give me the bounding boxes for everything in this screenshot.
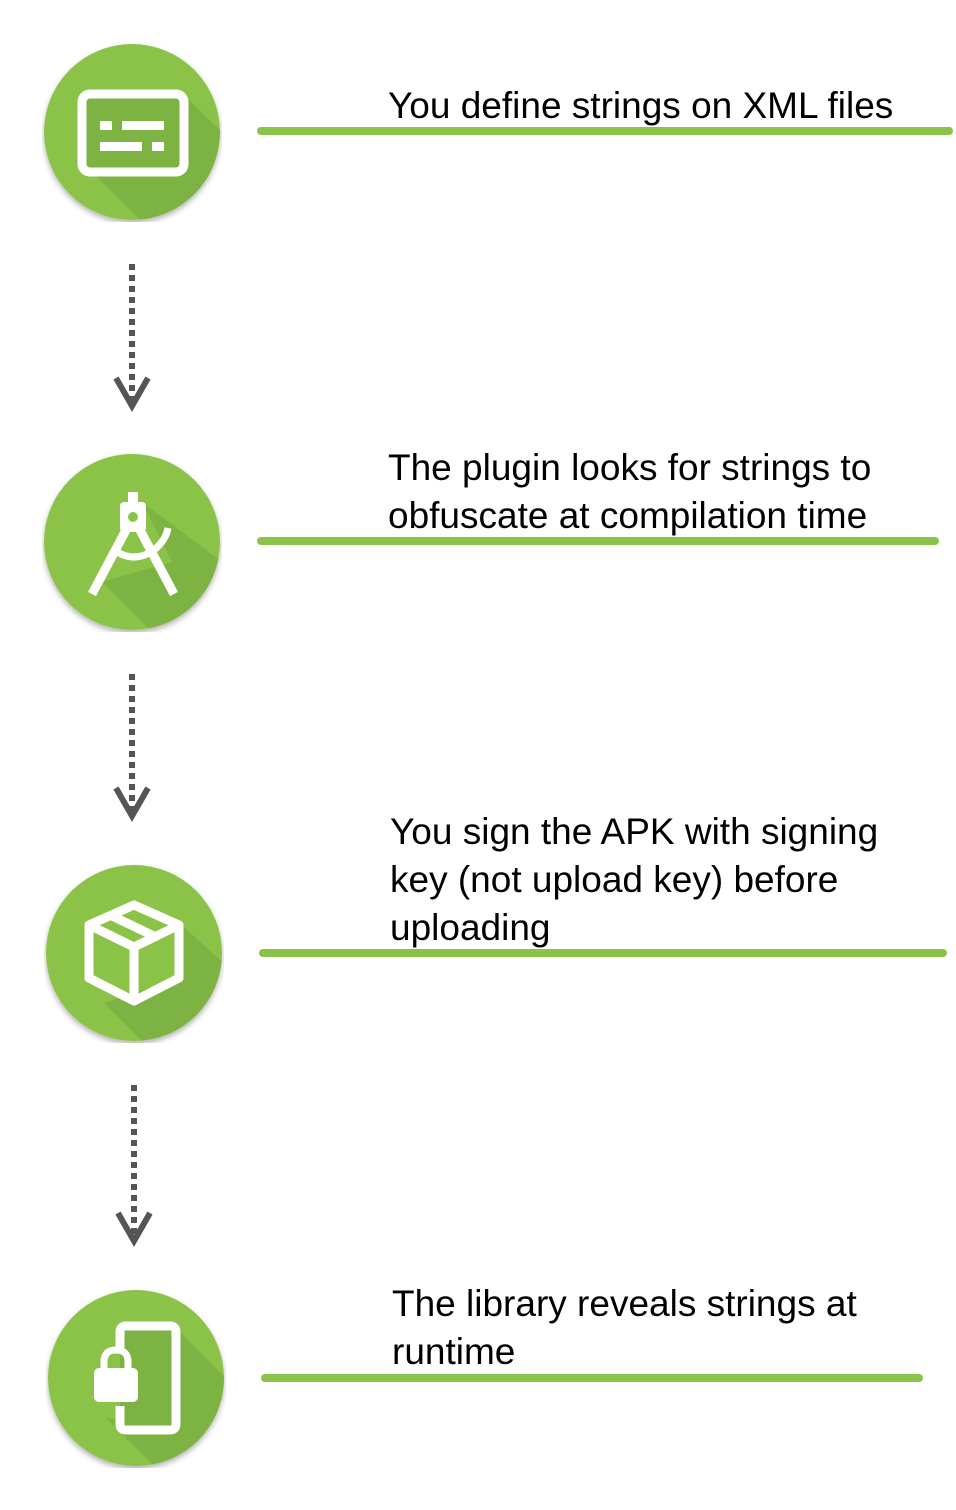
dotted-arrow-down-icon	[113, 264, 151, 413]
text-line: The library reveals strings at	[392, 1283, 857, 1324]
text-line: You sign the APK with signing	[390, 811, 879, 852]
step-2-text: The plugin looks for strings to obfuscat…	[388, 444, 871, 540]
package-box-icon	[46, 865, 222, 1041]
text-line: The plugin looks for strings to	[388, 447, 872, 488]
dotted-arrow-down-icon	[115, 1085, 153, 1248]
text-line: obfuscate at compilation time	[388, 495, 868, 536]
step-2-underline	[257, 537, 939, 545]
text-line: runtime	[392, 1331, 516, 1372]
dotted-arrow-down-icon	[113, 674, 151, 823]
xml-strings-icon	[44, 44, 220, 220]
step-4-underline	[261, 1374, 923, 1382]
text-line: key (not upload key) before	[390, 859, 839, 900]
step-3-text: You sign the APK with signing key (not u…	[390, 808, 878, 952]
step-3-underline	[259, 949, 947, 957]
compass-tool-icon	[44, 454, 220, 630]
text-line: You define strings on XML files	[388, 85, 894, 126]
text-line: uploading	[390, 907, 551, 948]
step-1-text: You define strings on XML files	[388, 82, 893, 130]
phone-lock-icon	[48, 1290, 224, 1466]
step-4-text: The library reveals strings at runtime	[392, 1280, 857, 1376]
step-1-underline	[257, 127, 953, 135]
